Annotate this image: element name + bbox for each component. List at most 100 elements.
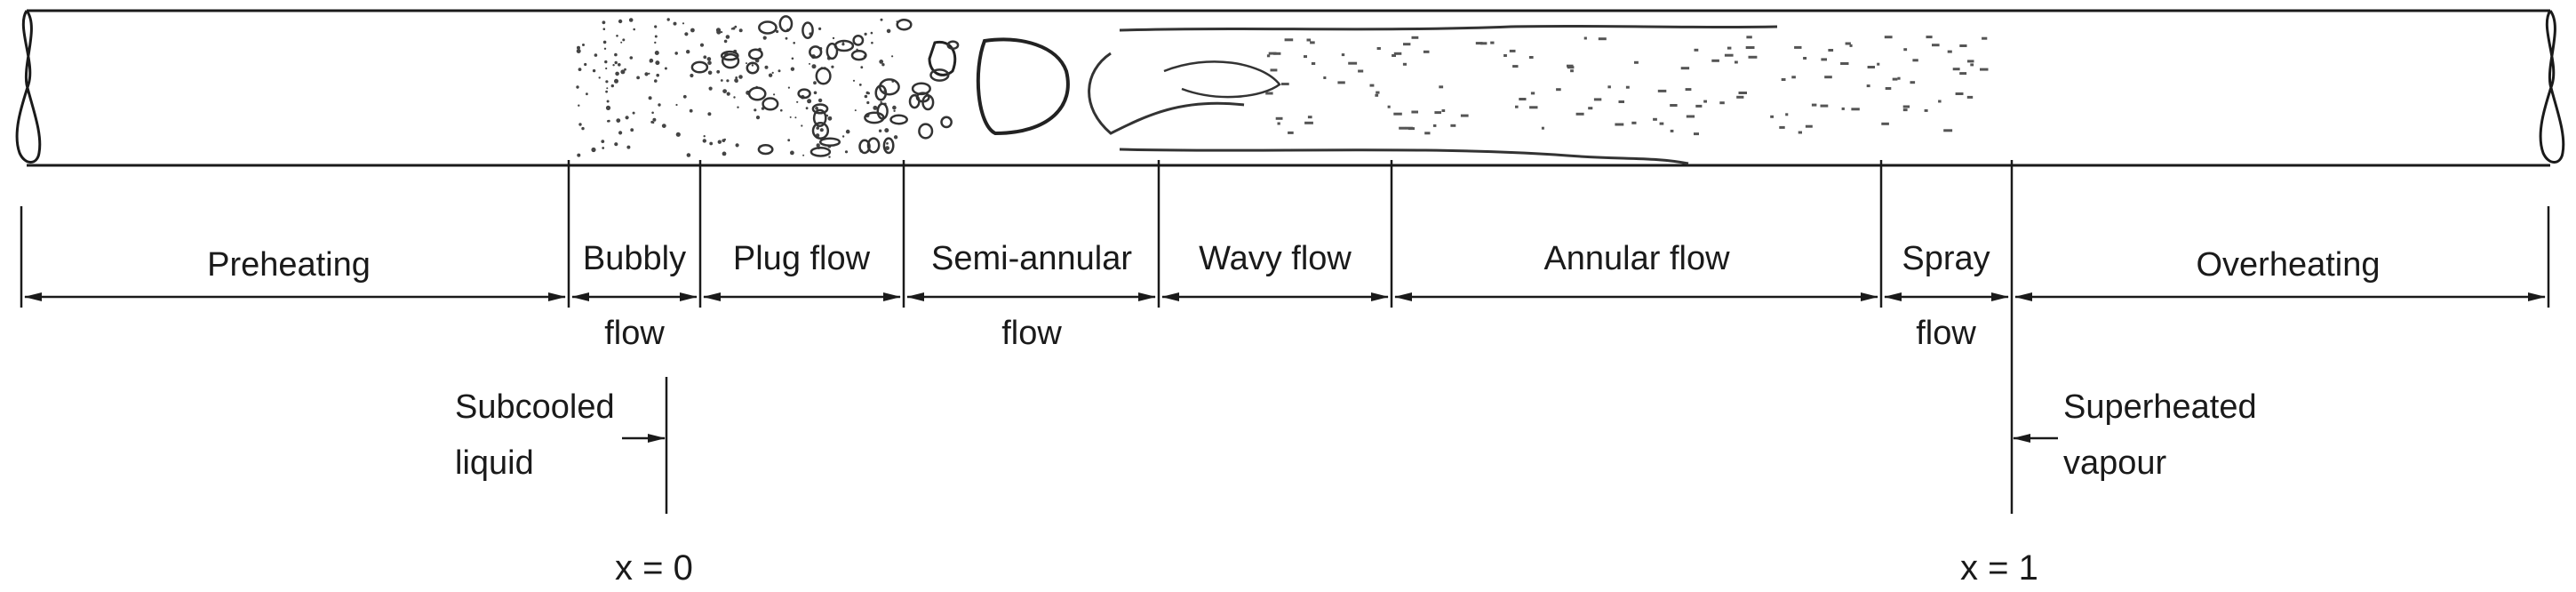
bubble-dot — [690, 28, 695, 33]
bubble-dot — [734, 25, 738, 28]
bubble-dot — [633, 28, 635, 31]
bubble-dot — [708, 86, 713, 91]
bubble-dot — [602, 28, 606, 30]
droplet — [1519, 98, 1527, 100]
droplet — [1598, 37, 1607, 41]
bubble-dot — [592, 68, 596, 73]
bubble-dot — [755, 116, 761, 120]
bubble-dot — [891, 55, 894, 58]
bubble-dot — [654, 79, 658, 83]
small-bubble — [797, 88, 811, 100]
droplet — [1375, 93, 1379, 97]
droplet — [1277, 122, 1280, 125]
bubble-dot — [813, 81, 817, 85]
droplet — [1695, 104, 1703, 108]
bubble-dot — [805, 107, 809, 110]
droplet — [1932, 44, 1940, 47]
droplet — [1926, 36, 1933, 39]
bubble-dot — [864, 32, 867, 36]
droplet — [1892, 77, 1898, 81]
bubble-dot — [841, 43, 845, 46]
bubble-dot — [726, 92, 730, 96]
droplet — [1528, 56, 1534, 59]
bubble-dot — [654, 25, 658, 28]
bubble-dot — [703, 135, 706, 138]
liquid-film-top — [1119, 24, 1778, 32]
bubble-dot — [607, 119, 610, 123]
small-bubble — [802, 21, 814, 39]
bubble-dot — [684, 32, 689, 36]
droplet — [1811, 103, 1817, 107]
bubble-dot — [735, 143, 739, 148]
small-bubble — [896, 18, 913, 31]
bubble-dot — [632, 111, 635, 115]
droplet — [1307, 116, 1312, 119]
label-wavy-flow: Wavy flow — [1199, 240, 1352, 277]
bubble-dot — [616, 118, 621, 124]
bubble-dot — [776, 29, 779, 34]
bubble-dot — [878, 129, 882, 132]
bubble-dot — [785, 36, 788, 40]
bubble-dot — [860, 66, 864, 69]
droplet — [1376, 47, 1381, 50]
droplet — [1877, 62, 1880, 66]
bubble-dot — [768, 73, 773, 77]
bubble-dot — [787, 86, 791, 89]
bubble-dot — [598, 76, 601, 79]
droplet — [1970, 63, 1974, 67]
bubble-dot — [811, 64, 817, 69]
bubble-dot — [649, 60, 653, 63]
bubble-dot — [602, 20, 606, 25]
bubble-dot — [867, 92, 870, 95]
bubble-dot — [652, 117, 657, 122]
droplet — [1408, 127, 1415, 131]
bubble-dot — [807, 99, 812, 104]
bubble-dot — [816, 143, 820, 148]
small-bubble — [864, 111, 885, 124]
label-liquid: liquid — [455, 444, 534, 482]
droplet — [1910, 81, 1916, 84]
bubble-dot — [650, 120, 654, 124]
droplet — [1323, 76, 1327, 79]
droplet — [1439, 85, 1444, 89]
droplet — [1828, 49, 1834, 52]
bubble-dot — [733, 96, 736, 99]
label-preheating: Preheating — [207, 246, 371, 284]
droplet — [1938, 100, 1942, 103]
bubble-dot — [578, 123, 582, 126]
droplet — [1849, 44, 1853, 47]
droplet — [1275, 116, 1283, 120]
small-bubble — [809, 45, 823, 59]
bubble-dot — [644, 72, 649, 76]
bubble-dot — [654, 41, 657, 44]
droplet — [1798, 131, 1802, 134]
bubble-dot — [707, 60, 712, 65]
bubble-dot — [854, 109, 857, 112]
small-bubble — [946, 40, 960, 51]
small-bubble — [815, 67, 832, 85]
droplet — [1902, 108, 1908, 112]
droplet — [1746, 36, 1752, 39]
bubble-dot — [682, 94, 687, 99]
droplet — [1902, 105, 1910, 108]
bubble-dot — [614, 78, 618, 84]
bubble-dot — [871, 41, 873, 44]
droplet — [1393, 52, 1402, 55]
bubble-dot — [818, 27, 822, 30]
droplet — [1735, 60, 1738, 64]
bubble-dot — [880, 100, 882, 104]
droplet — [1659, 122, 1664, 125]
bubble-dot — [658, 103, 661, 107]
bubble-dot — [626, 145, 631, 149]
droplet — [1794, 45, 1802, 49]
pipe — [15, 9, 2565, 167]
bubble-dot — [654, 35, 658, 38]
droplet — [1341, 53, 1345, 57]
bubble-dot — [816, 126, 819, 130]
label-bubbly-flow: flow — [604, 315, 665, 352]
droplet — [1387, 105, 1391, 108]
droplet — [1719, 101, 1725, 105]
bubble-dot — [879, 60, 884, 64]
droplet — [1955, 92, 1964, 95]
droplet — [1943, 129, 1953, 132]
